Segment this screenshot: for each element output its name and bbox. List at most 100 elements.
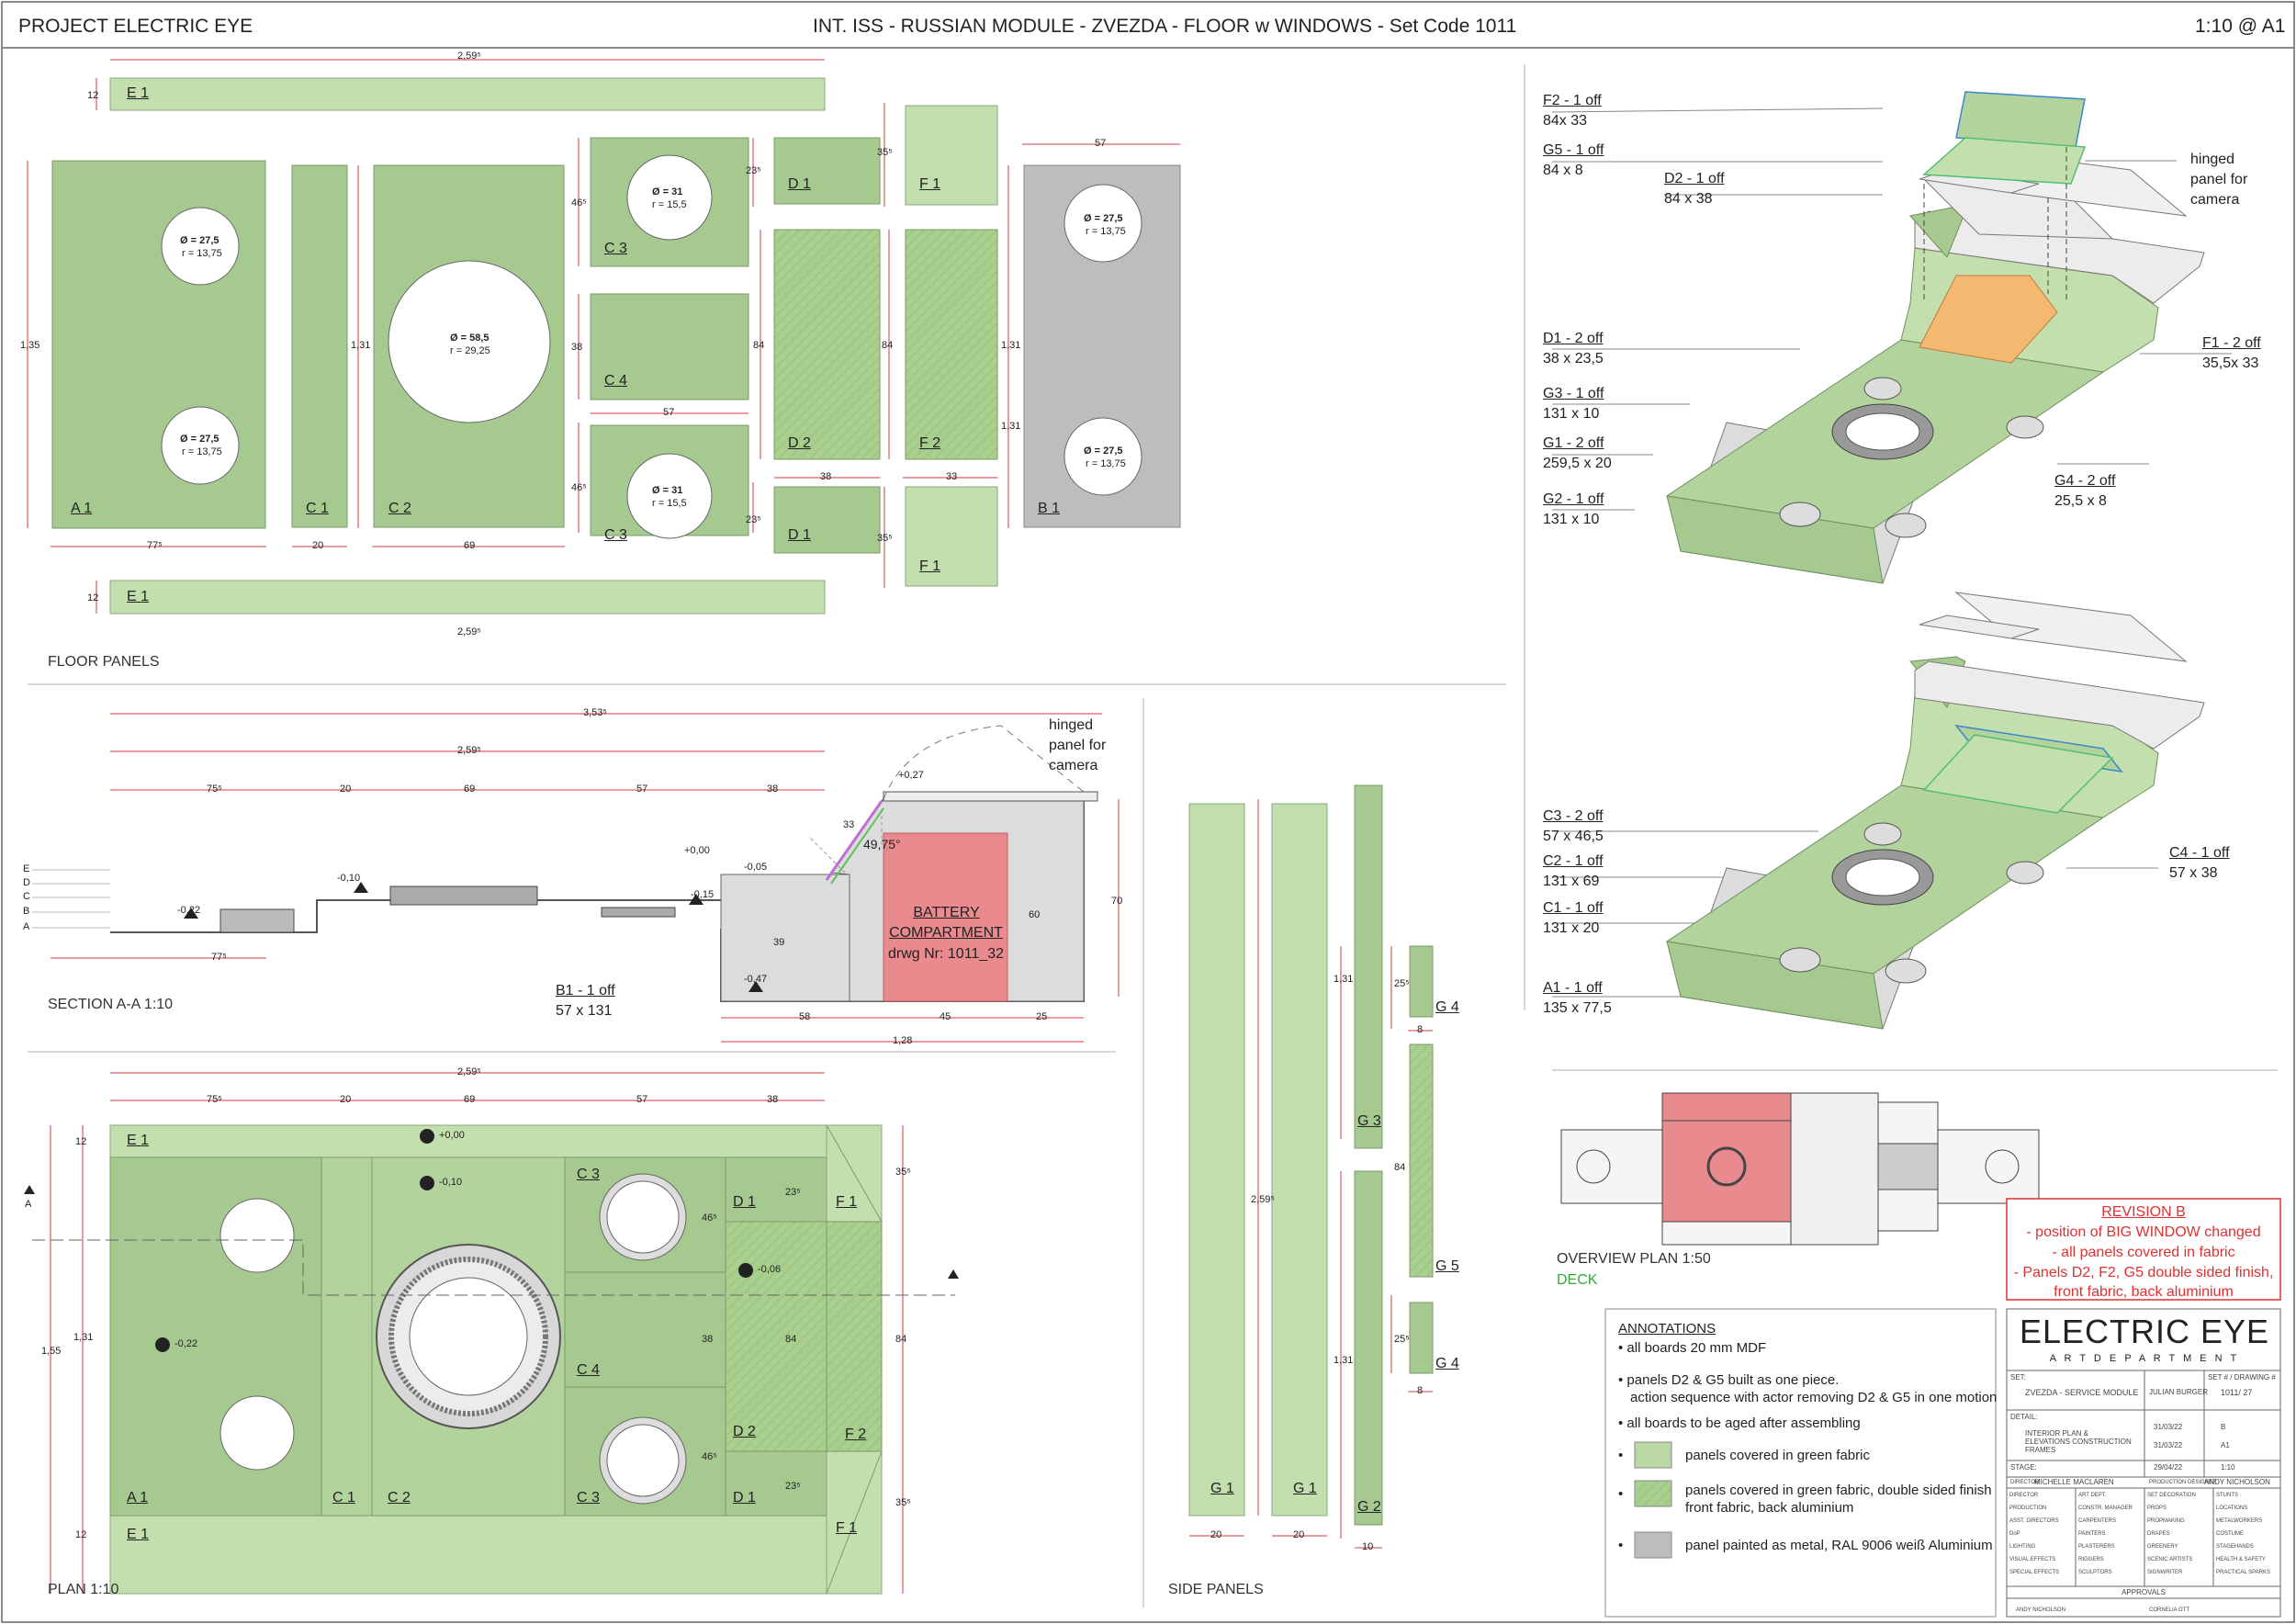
callout-size: 135 x 77,5 — [1543, 1000, 1612, 1016]
dimension: 1,35 — [20, 340, 40, 351]
dimension: 20 — [1293, 1529, 1305, 1540]
dimension: 2,59⁵ — [1251, 1194, 1275, 1205]
hole-diameter: Ø = 58,5 — [450, 333, 490, 344]
side-panels-group — [1188, 784, 1434, 1549]
callout-size: 131 x 10 — [1543, 512, 1600, 527]
panel-label: E 1 — [127, 1527, 150, 1542]
battery-label: BATTERY — [913, 905, 980, 920]
level-marker: A — [23, 921, 30, 932]
dimension: 23⁵ — [785, 1187, 801, 1198]
hole-radius: r = 15,5 — [652, 498, 687, 509]
dimension: 39 — [773, 937, 785, 948]
level-marker: C — [23, 891, 30, 902]
dimension: 38 — [820, 471, 832, 482]
dimension: 23⁵ — [746, 165, 761, 176]
callout-size: 131 x 20 — [1543, 920, 1600, 936]
legend-text: panel painted as metal, RAL 9006 weiß Al… — [1685, 1538, 1993, 1553]
crew-role: COSTUME — [2216, 1531, 2244, 1537]
annotations-title: ANNOTATIONS — [1618, 1321, 1716, 1336]
panel-label: G 1 — [1293, 1481, 1317, 1496]
revision-line: front fabric, back aluminium — [2054, 1284, 2234, 1300]
dimension: 2,59⁵ — [457, 745, 481, 756]
callout-name: F1 - 2 off — [2202, 335, 2261, 351]
battery-label: COMPARTMENT — [889, 925, 1003, 941]
dimension: 69 — [464, 1094, 476, 1105]
approvals-label: APPROVALS — [2122, 1588, 2166, 1596]
crew-role: SCULPTORS — [2078, 1570, 2112, 1575]
elevation: +0,00 — [439, 1130, 465, 1141]
panel-label: F 1 — [836, 1520, 858, 1536]
annotation-note: • panels D2 & G5 built as one piece. — [1618, 1372, 1840, 1388]
panel-label: C 2 — [388, 501, 411, 516]
annotation-note: • all boards 20 mm MDF — [1618, 1340, 1767, 1356]
callout-size: 84 x 8 — [1543, 163, 1583, 178]
crew-role: PROPMAKING — [2147, 1518, 2185, 1524]
dimension: 12 — [75, 1136, 87, 1147]
panel-label: C 1 — [332, 1490, 355, 1506]
section-aa-group — [32, 713, 1120, 1043]
elevation: -0,22 — [174, 1338, 198, 1349]
date-issued: 31/03/22 — [2154, 1441, 2183, 1449]
callout-name: G2 - 1 off — [1543, 491, 1604, 507]
hole-diameter: Ø = 31 — [652, 186, 683, 197]
director-label: DIRECTOR — [2010, 1480, 2040, 1485]
callout-name: C1 - 1 off — [1543, 900, 1604, 916]
designer-label: PRODUCTION DESIGNER — [2149, 1480, 2217, 1485]
panel-label: A 1 — [71, 501, 93, 516]
crew-role: HEALTH & SAFETY — [2216, 1557, 2266, 1562]
elevation: -0,15 — [691, 889, 715, 900]
panel-label: C 3 — [577, 1490, 600, 1506]
level-marker: B — [23, 906, 30, 917]
callout-name: G5 - 1 off — [1543, 142, 1604, 158]
set-value: ZVEZDA - SERVICE MODULE — [2025, 1388, 2139, 1397]
dimension: 1,55 — [41, 1346, 62, 1357]
paper-size: A1 — [2221, 1441, 2230, 1449]
callout-size: 84x 33 — [1543, 113, 1588, 129]
iso-bottom-group — [1552, 592, 2205, 1030]
dimension: 1,28 — [893, 1035, 913, 1046]
panel-label: F 2 — [845, 1427, 867, 1442]
elevation: +0,00 — [684, 845, 710, 856]
dimension: 46⁵ — [571, 482, 587, 493]
revision-title: REVISION B — [2101, 1204, 2186, 1220]
dimension: 84 — [895, 1334, 907, 1345]
dimension: 38 — [702, 1334, 714, 1345]
panel-label: G 5 — [1435, 1258, 1459, 1274]
elevation: -0,06 — [758, 1264, 782, 1275]
department: A R T D E P A R T M E N T — [2049, 1353, 2240, 1364]
crew-role: SPECIAL EFFECTS — [2009, 1570, 2060, 1575]
dimension: 2,59⁵ — [457, 1066, 481, 1077]
hole-radius: r = 29,25 — [450, 345, 490, 356]
annotation-note: • all boards to be aged after assembling — [1618, 1415, 1861, 1431]
detail-label: DETAIL: — [2010, 1413, 2038, 1421]
dimension: 46⁵ — [702, 1451, 717, 1462]
callout-size: 35,5x 33 — [2202, 355, 2259, 371]
dimension: 1,31 — [1001, 340, 1021, 351]
panel-label: G 4 — [1435, 999, 1459, 1015]
dimension: 84 — [785, 1334, 797, 1345]
crew-role: PROPS — [2147, 1506, 2167, 1511]
stage-label: STAGE: — [2010, 1463, 2037, 1472]
section-title-plan: PLAN 1:10 — [48, 1582, 119, 1597]
hole-radius: r = 13,75 — [182, 446, 222, 457]
panel-label: F 1 — [919, 558, 941, 574]
dimension: 38 — [571, 342, 583, 353]
hinged-note: hinged — [1049, 717, 1094, 733]
dimension: 69 — [464, 540, 476, 551]
dimension: 84 — [753, 340, 765, 351]
dimension: 1,31 — [1334, 1355, 1354, 1366]
battery-label: drwg Nr: 1011_32 — [888, 946, 1004, 962]
legend-text: panels covered in green fabric — [1685, 1448, 1870, 1463]
hinged-note: camera — [1049, 758, 1098, 773]
elevation: -0,22 — [177, 905, 201, 916]
panel-label: D 1 — [733, 1194, 756, 1210]
hinged-note: panel for — [1049, 738, 1107, 753]
dimension: 10 — [1362, 1541, 1374, 1552]
crew-role: PLASTERERS — [2078, 1544, 2115, 1550]
deck-label: DECK — [1557, 1272, 1598, 1288]
dimension: 12 — [87, 90, 99, 101]
elevation: -0,47 — [744, 974, 768, 985]
crew-role: SCENIC ARTISTS — [2147, 1557, 2193, 1562]
dimension: 46⁵ — [702, 1212, 717, 1224]
dimension: 57 — [636, 784, 648, 795]
